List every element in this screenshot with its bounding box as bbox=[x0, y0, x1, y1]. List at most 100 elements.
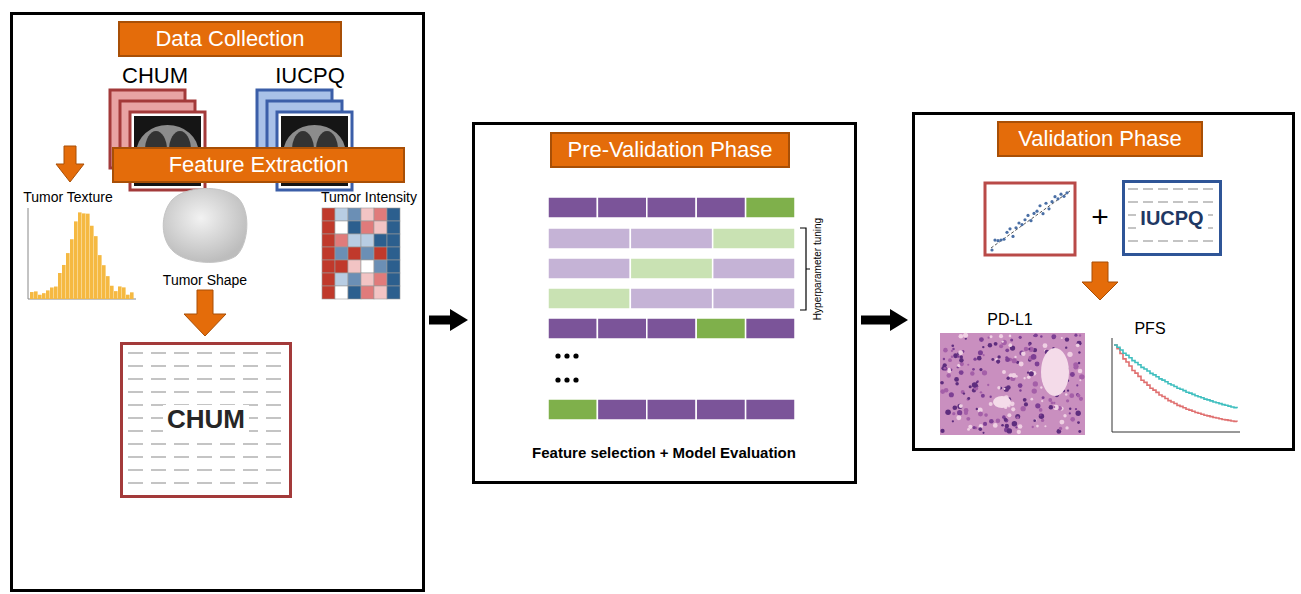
cell-nucleus bbox=[1019, 389, 1021, 391]
cell-nucleus bbox=[1005, 424, 1009, 428]
cell-nucleus bbox=[1001, 340, 1003, 342]
table-cell bbox=[174, 443, 189, 445]
histogram-bar bbox=[30, 292, 34, 299]
cell-nucleus bbox=[979, 337, 984, 342]
cell-nucleus bbox=[989, 396, 991, 398]
cell-nucleus bbox=[961, 390, 965, 394]
scatter-point bbox=[1023, 218, 1026, 221]
table-cell bbox=[220, 391, 235, 393]
table-cell bbox=[1143, 188, 1153, 190]
table-cell bbox=[197, 378, 212, 380]
cell-nucleus bbox=[963, 392, 965, 394]
scatter-point bbox=[999, 238, 1002, 241]
dot bbox=[555, 377, 560, 382]
cell-nucleus bbox=[949, 392, 954, 397]
table-cell bbox=[1128, 201, 1138, 203]
histogram-bar bbox=[46, 290, 50, 299]
table-cell bbox=[128, 417, 143, 419]
cell-nucleus bbox=[1065, 393, 1068, 396]
cell-nucleus bbox=[957, 410, 962, 415]
histogram-bar bbox=[114, 291, 118, 299]
cell-nucleus bbox=[1032, 426, 1034, 428]
cell-nucleus bbox=[1019, 361, 1024, 366]
fold-segment bbox=[746, 197, 795, 218]
table-cell bbox=[1158, 201, 1168, 203]
matrix-cell bbox=[348, 260, 361, 273]
table-cell bbox=[197, 443, 212, 445]
cell-nucleus bbox=[984, 413, 988, 417]
cell-nucleus bbox=[1018, 424, 1023, 429]
cell-nucleus bbox=[1033, 381, 1038, 386]
matrix-cell bbox=[387, 286, 400, 299]
cell-nucleus bbox=[982, 346, 984, 348]
scatter-point bbox=[1020, 223, 1023, 226]
survival-curve bbox=[1114, 345, 1237, 408]
table-cell bbox=[1158, 188, 1168, 190]
cell-nucleus bbox=[1079, 379, 1081, 381]
axis bbox=[1112, 432, 1240, 433]
cell-nucleus bbox=[1015, 426, 1017, 428]
matrix-cell bbox=[348, 273, 361, 286]
panel-label: Feature selection + Model Evaluation bbox=[532, 444, 796, 461]
table-cell bbox=[266, 430, 281, 432]
cell-nucleus bbox=[1059, 420, 1064, 425]
cell-nucleus bbox=[940, 429, 944, 433]
bracket bbox=[800, 228, 810, 310]
cell-nucleus bbox=[1053, 406, 1055, 408]
table-cell bbox=[1173, 188, 1183, 190]
scatter-frame bbox=[985, 183, 1075, 255]
cell-nucleus bbox=[1073, 365, 1078, 370]
scatter-point bbox=[1017, 221, 1020, 224]
cell-nucleus bbox=[1077, 394, 1081, 398]
box-title: CHUM bbox=[163, 405, 249, 435]
cell-nucleus bbox=[946, 373, 950, 377]
table-cell bbox=[266, 378, 281, 380]
cell-nucleus bbox=[979, 427, 983, 431]
histogram-bar bbox=[70, 239, 74, 299]
flow-connector bbox=[861, 316, 890, 325]
scatter-point bbox=[1029, 219, 1032, 222]
cell-nucleus bbox=[1001, 340, 1007, 346]
histogram-bar bbox=[82, 213, 86, 299]
cell-nucleus bbox=[1021, 351, 1026, 356]
cell-nucleus bbox=[966, 417, 970, 421]
cell-nucleus bbox=[979, 368, 982, 371]
cell-nucleus bbox=[1019, 336, 1022, 339]
matrix-cell bbox=[322, 234, 335, 247]
cell-nucleus bbox=[997, 355, 1000, 358]
flow-arrow bbox=[1082, 262, 1118, 300]
matrix-cell bbox=[348, 208, 361, 221]
cell-nucleus bbox=[951, 344, 954, 347]
cell-nucleus bbox=[1069, 408, 1072, 411]
cell-nucleus bbox=[1008, 343, 1012, 347]
matrix-cell bbox=[348, 286, 361, 299]
matrix-cell bbox=[374, 286, 387, 299]
feature-table-box: IUCPQ bbox=[1122, 180, 1222, 256]
matrix-cell bbox=[387, 208, 400, 221]
cell-nucleus bbox=[1018, 383, 1023, 388]
cell-nucleus bbox=[948, 368, 951, 371]
dot bbox=[573, 377, 578, 382]
matrix-cell bbox=[348, 221, 361, 234]
cell-nucleus bbox=[943, 348, 948, 353]
matrix-cell bbox=[361, 221, 374, 234]
panel-label: + bbox=[1091, 200, 1109, 235]
cell-nucleus bbox=[1035, 362, 1040, 367]
table-cell bbox=[174, 391, 189, 393]
fold-segment bbox=[548, 228, 630, 249]
cell-nucleus bbox=[967, 398, 970, 401]
matrix-cell bbox=[335, 221, 348, 234]
table-cell bbox=[151, 469, 166, 471]
cell-nucleus bbox=[941, 366, 946, 371]
table-cell bbox=[220, 482, 235, 484]
cell-nucleus bbox=[980, 391, 982, 393]
cell-nucleus bbox=[972, 426, 975, 429]
cell-nucleus bbox=[943, 358, 945, 360]
cv-folds bbox=[548, 197, 795, 420]
cell-nucleus bbox=[1023, 398, 1027, 402]
cell-nucleus bbox=[1039, 414, 1044, 419]
cell-nucleus bbox=[1039, 408, 1043, 412]
table-cell bbox=[266, 456, 281, 458]
fold-segment bbox=[548, 258, 630, 279]
